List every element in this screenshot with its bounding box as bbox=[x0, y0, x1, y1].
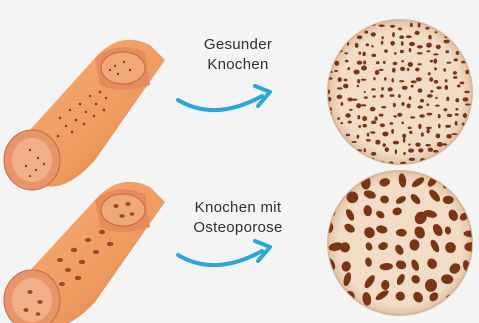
curved-arrow-icon bbox=[178, 241, 270, 265]
osteoporosis-bone-label: Knochen mit Osteoporose bbox=[163, 198, 313, 238]
magnified-osteoporosis-tissue-icon bbox=[324, 169, 478, 315]
magnified-healthy-tissue-icon bbox=[324, 20, 472, 166]
osteoporosis-label-line-1: Knochen mit bbox=[163, 198, 313, 218]
healthy-bone-icon bbox=[4, 40, 165, 190]
healthy-label-line-1: Gesunder bbox=[163, 35, 313, 55]
curved-arrow-icon bbox=[178, 86, 270, 110]
osteoporosis-bone-icon bbox=[4, 182, 165, 323]
healthy-bone-label: Gesunder Knochen bbox=[163, 35, 313, 75]
osteoporosis-label-line-2: Osteoporose bbox=[163, 218, 313, 238]
healthy-label-line-2: Knochen bbox=[163, 55, 313, 75]
